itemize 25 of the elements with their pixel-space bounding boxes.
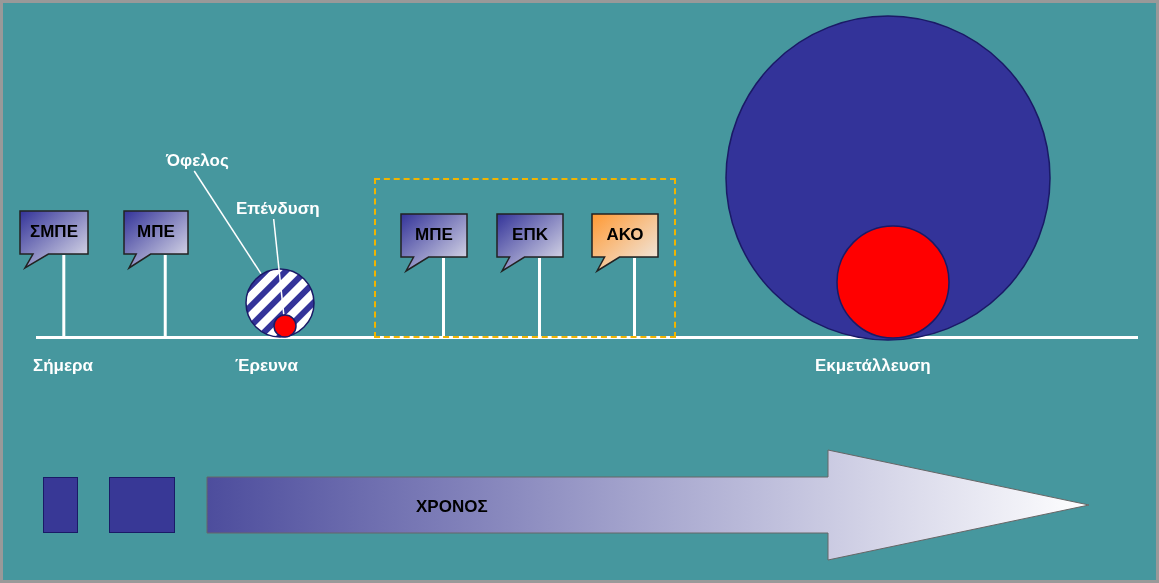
speech-bubble: ΑΚΟ	[591, 213, 659, 273]
annotation-label: Όφελος	[166, 151, 229, 171]
circle	[273, 314, 297, 338]
timeline-arrow: ΧΡΟΝΟΣ	[206, 449, 1090, 561]
circle	[725, 15, 1051, 341]
post-line	[62, 255, 66, 336]
axis-label: Εκμετάλλευση	[815, 356, 931, 376]
speech-bubble: ΜΠΕ	[123, 210, 189, 270]
square-block	[109, 477, 175, 533]
speech-bubble: ΣΜΠΕ	[19, 210, 89, 270]
dashed-frame	[374, 178, 676, 338]
post-line	[163, 255, 167, 336]
axis-label: Σήμερα	[33, 356, 94, 376]
post-line	[633, 258, 636, 336]
leader-line	[193, 170, 262, 275]
timeline-line	[36, 336, 1138, 339]
circle	[245, 268, 315, 338]
annotation-label: Επένδυση	[236, 199, 320, 219]
post-line	[538, 258, 541, 336]
axis-label: Έρευνα	[235, 356, 298, 376]
square-block	[43, 477, 78, 533]
speech-bubble: ΕΠΚ	[496, 213, 564, 273]
post-line	[442, 258, 445, 336]
circle	[836, 225, 950, 339]
speech-bubble: ΜΠΕ	[400, 213, 468, 273]
